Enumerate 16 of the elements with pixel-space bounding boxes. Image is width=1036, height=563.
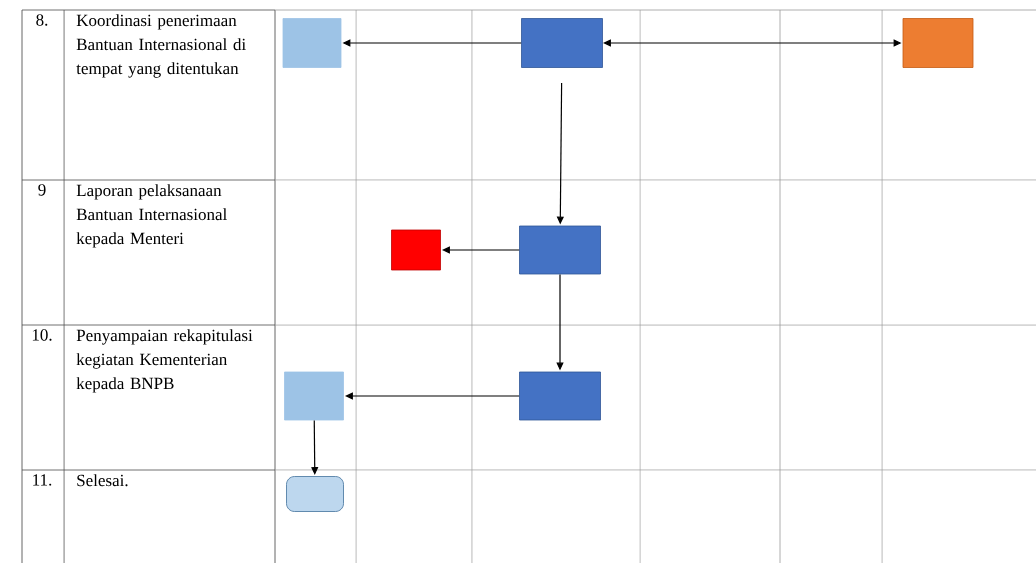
terminal-shape xyxy=(286,476,344,512)
process-box xyxy=(519,371,601,421)
row-number: 10. xyxy=(32,329,52,341)
process-box xyxy=(284,371,344,421)
process-box xyxy=(282,18,342,68)
step-description: Selesai. xyxy=(77,474,128,487)
process-box xyxy=(519,225,601,275)
step-description: Penyampaian rekapitulasi kegiatan Kementerian kepada BNPB xyxy=(76,329,253,393)
row-number: 11. xyxy=(33,474,52,486)
process-box xyxy=(902,18,974,68)
row-number: 9 xyxy=(38,184,46,196)
row-number: 8. xyxy=(36,14,48,26)
process-box xyxy=(391,229,441,271)
step-description: Koordinasi penerimaan Bantuan Internasional di tempat yang ditentukan xyxy=(76,14,246,78)
step-description: Laporan pelaksanaan Bantuan Internasional kepada Menteri xyxy=(76,184,227,248)
process-box xyxy=(521,18,603,68)
